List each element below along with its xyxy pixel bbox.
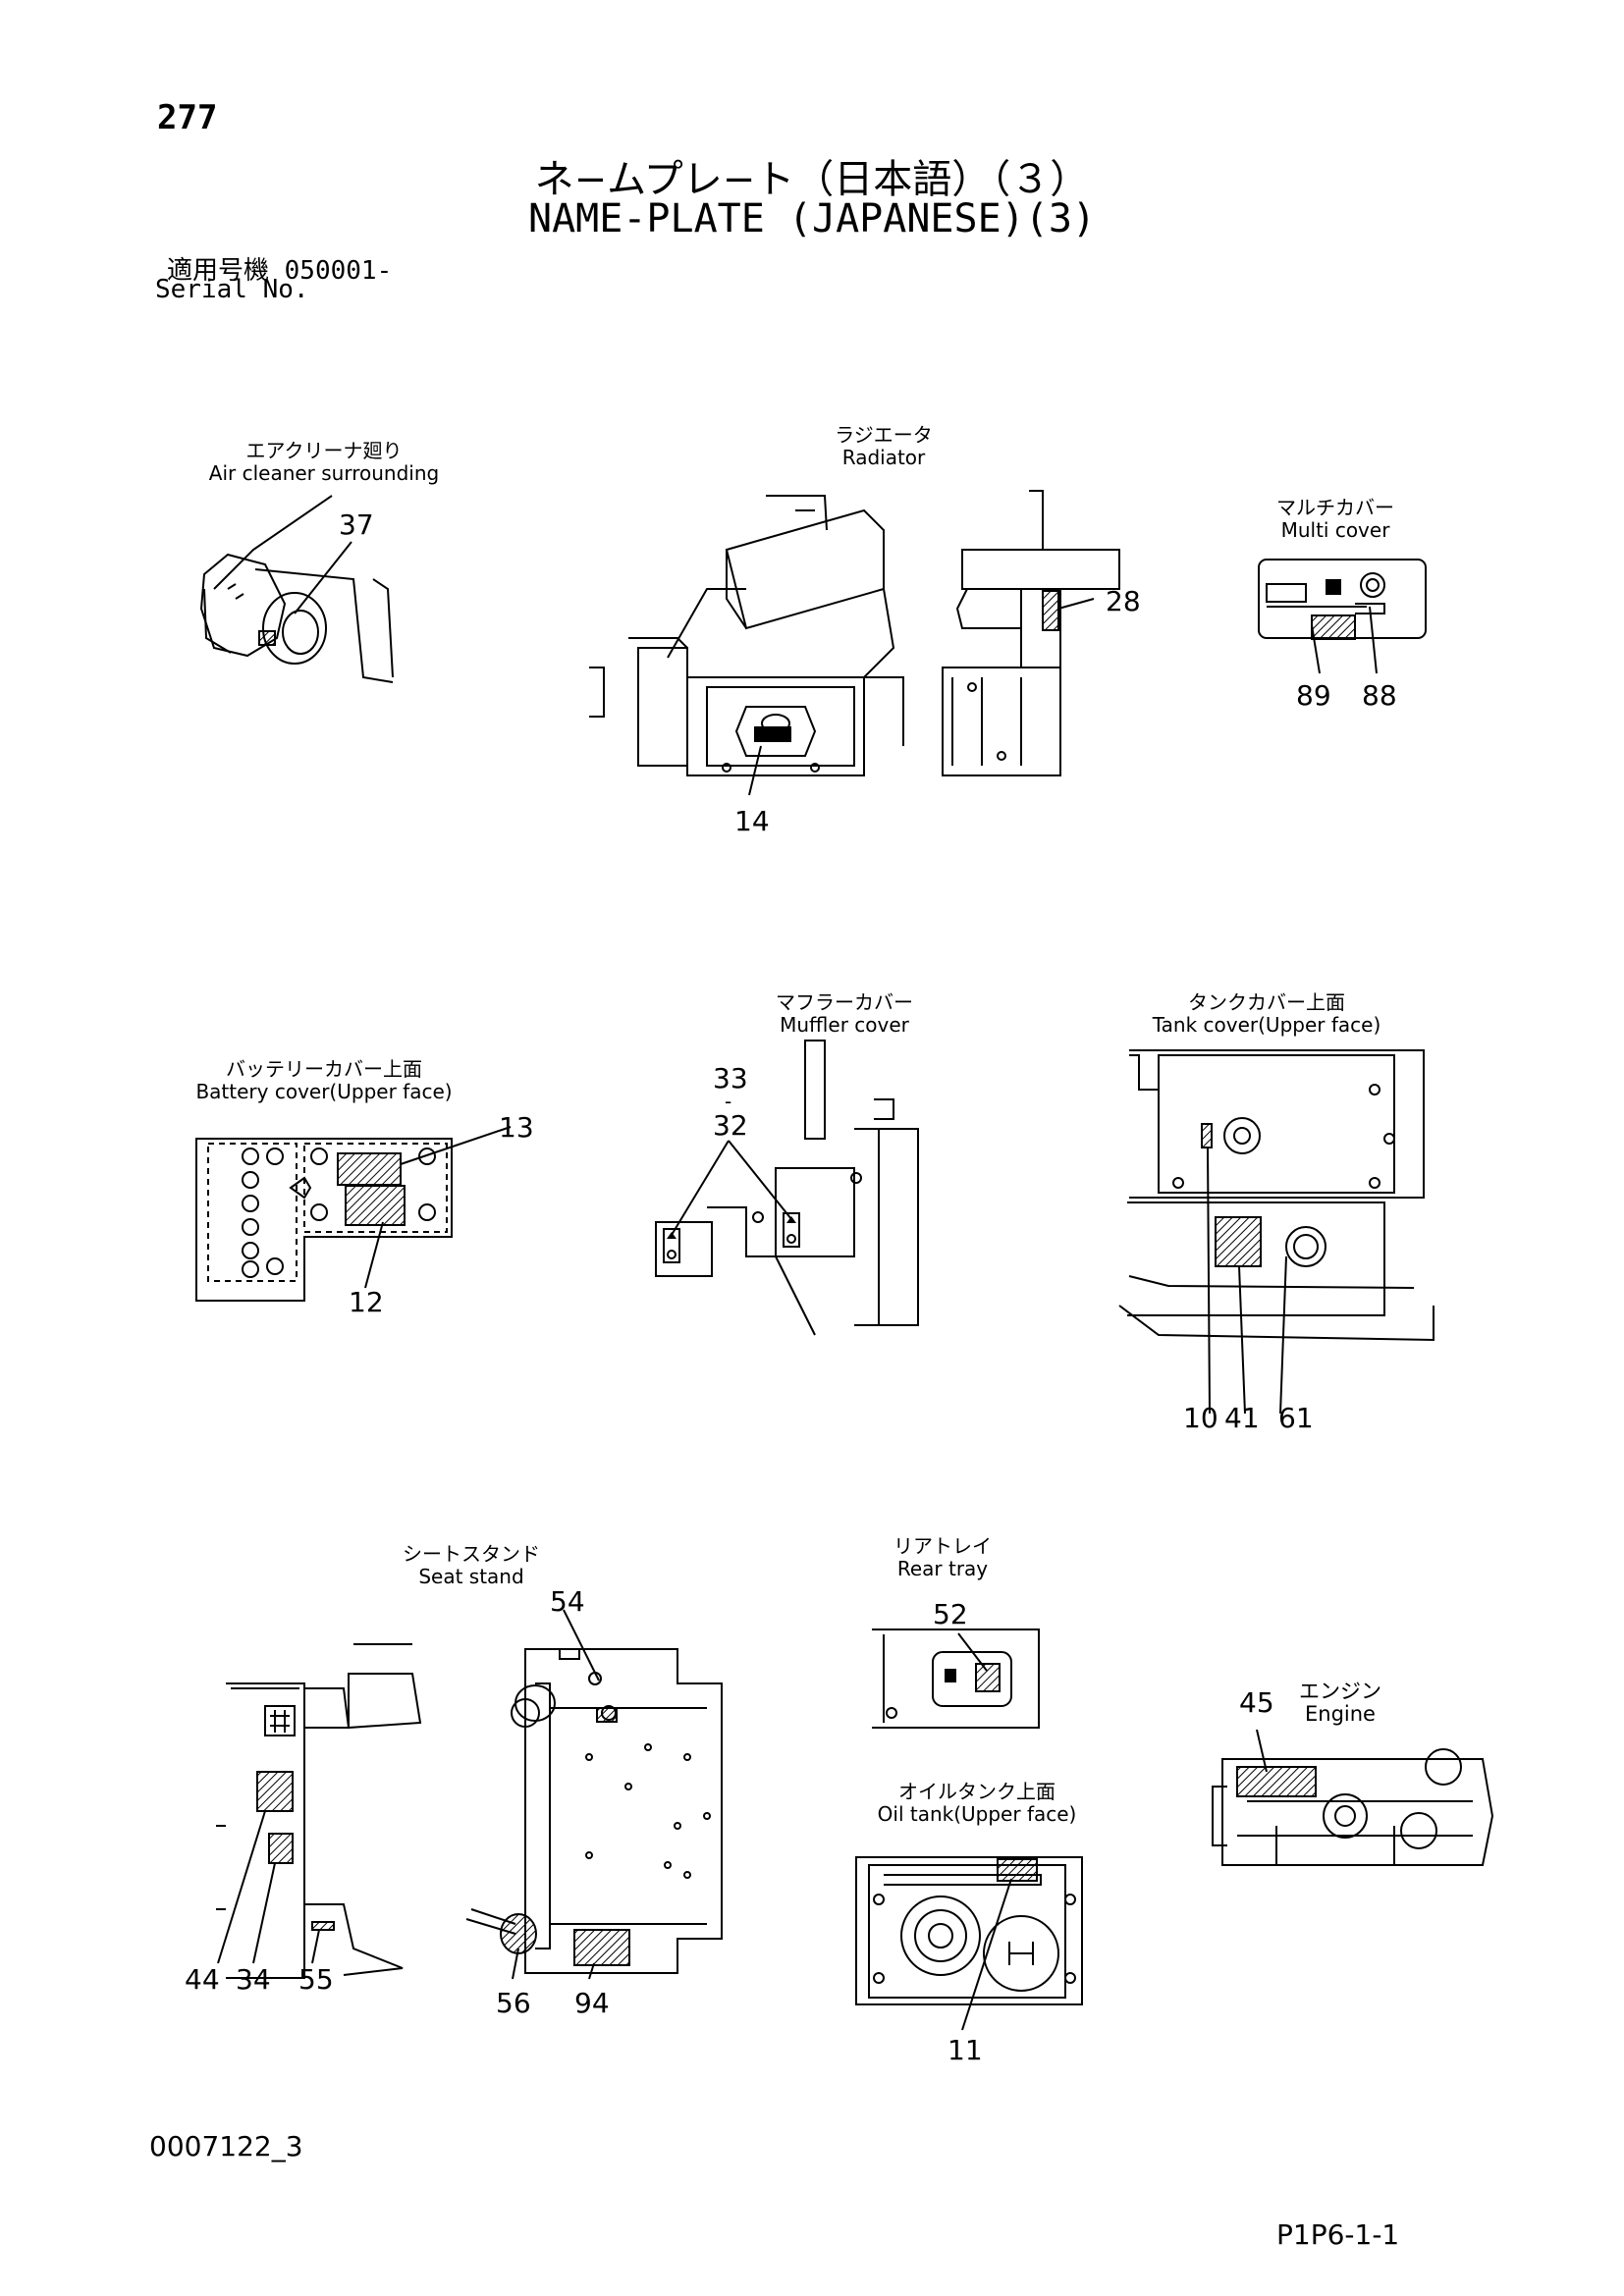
- caption-tank-cover: タンクカバー上面 Tank cover(Upper face): [1152, 990, 1381, 1037]
- callout-11: 11: [947, 2034, 983, 2066]
- muffler-cover-drawing: [655, 1040, 919, 1336]
- caption-seat-stand: シートスタンド Seat stand: [403, 1542, 540, 1588]
- callout-13: 13: [499, 1111, 534, 1144]
- footer-code: 0007122_3: [149, 2130, 303, 2163]
- caption-radiator: ラジエータ Radiator: [835, 423, 933, 469]
- caption-oil-tank: オイルタンク上面 Oil tank(Upper face): [877, 1780, 1077, 1826]
- callout-range-dash: -: [725, 1090, 732, 1113]
- caption-air-cleaner: エアクリーナ廻り Air cleaner surrounding: [208, 439, 440, 485]
- callout-94: 94: [574, 1987, 610, 2019]
- caption-rear-tray: リアトレイ Rear tray: [893, 1534, 992, 1580]
- callout-52: 52: [933, 1598, 968, 1630]
- callout-56: 56: [496, 1987, 531, 2019]
- seat-stand-drawing-left: [216, 1643, 422, 1979]
- callout-12: 12: [349, 1286, 384, 1318]
- callout-54: 54: [550, 1585, 585, 1618]
- tank-cover-drawing: [1118, 1049, 1435, 1342]
- air-cleaner-drawing: [199, 495, 394, 683]
- leader-lines: [217, 541, 1378, 2031]
- rear-tray-drawing: [872, 1629, 1040, 1729]
- multi-cover-drawing: [1258, 559, 1427, 640]
- callout-45: 45: [1239, 1686, 1274, 1719]
- callout-44: 44: [185, 1963, 220, 1996]
- caption-muffler-cover: マフラーカバー Muffler cover: [776, 990, 913, 1037]
- radiator-drawing-left: [589, 495, 904, 776]
- caption-multi-cover: マルチカバー Multi cover: [1276, 496, 1394, 542]
- oil-tank-drawing: [855, 1856, 1083, 2005]
- callout-37: 37: [339, 508, 374, 541]
- callout-89: 89: [1296, 679, 1331, 712]
- callout-10: 10: [1183, 1402, 1218, 1434]
- callout-88: 88: [1362, 679, 1397, 712]
- serial-label-en: Serial No.: [155, 275, 309, 304]
- engine-drawing: [1212, 1748, 1494, 1866]
- callout-28: 28: [1106, 585, 1141, 617]
- callout-14: 14: [734, 805, 770, 837]
- callout-34: 34: [236, 1963, 271, 1996]
- callout-32: 32: [713, 1109, 748, 1142]
- serial-label-jp: 適用号機 050001-: [167, 256, 393, 286]
- battery-cover-drawing: [195, 1138, 453, 1302]
- radiator-drawing-right: [942, 490, 1120, 776]
- title-english: NAME-PLATE (JAPANESE)(3): [528, 196, 1096, 241]
- callout-61: 61: [1278, 1402, 1314, 1434]
- callout-33: 33: [713, 1062, 748, 1095]
- seat-stand-drawing-right: [465, 1648, 723, 1974]
- page-number: 277: [157, 98, 218, 137]
- caption-battery-cover: バッテリーカバー上面 Battery cover(Upper face): [195, 1057, 453, 1103]
- title-japanese: ネ−ムプレ−ト（日本語）（３）: [534, 157, 1090, 202]
- footer-reference: P1P6-1-1: [1276, 2218, 1400, 2251]
- callout-41: 41: [1224, 1402, 1260, 1434]
- callout-55: 55: [298, 1963, 334, 1996]
- caption-engine: エンジン Engine: [1299, 1680, 1381, 1726]
